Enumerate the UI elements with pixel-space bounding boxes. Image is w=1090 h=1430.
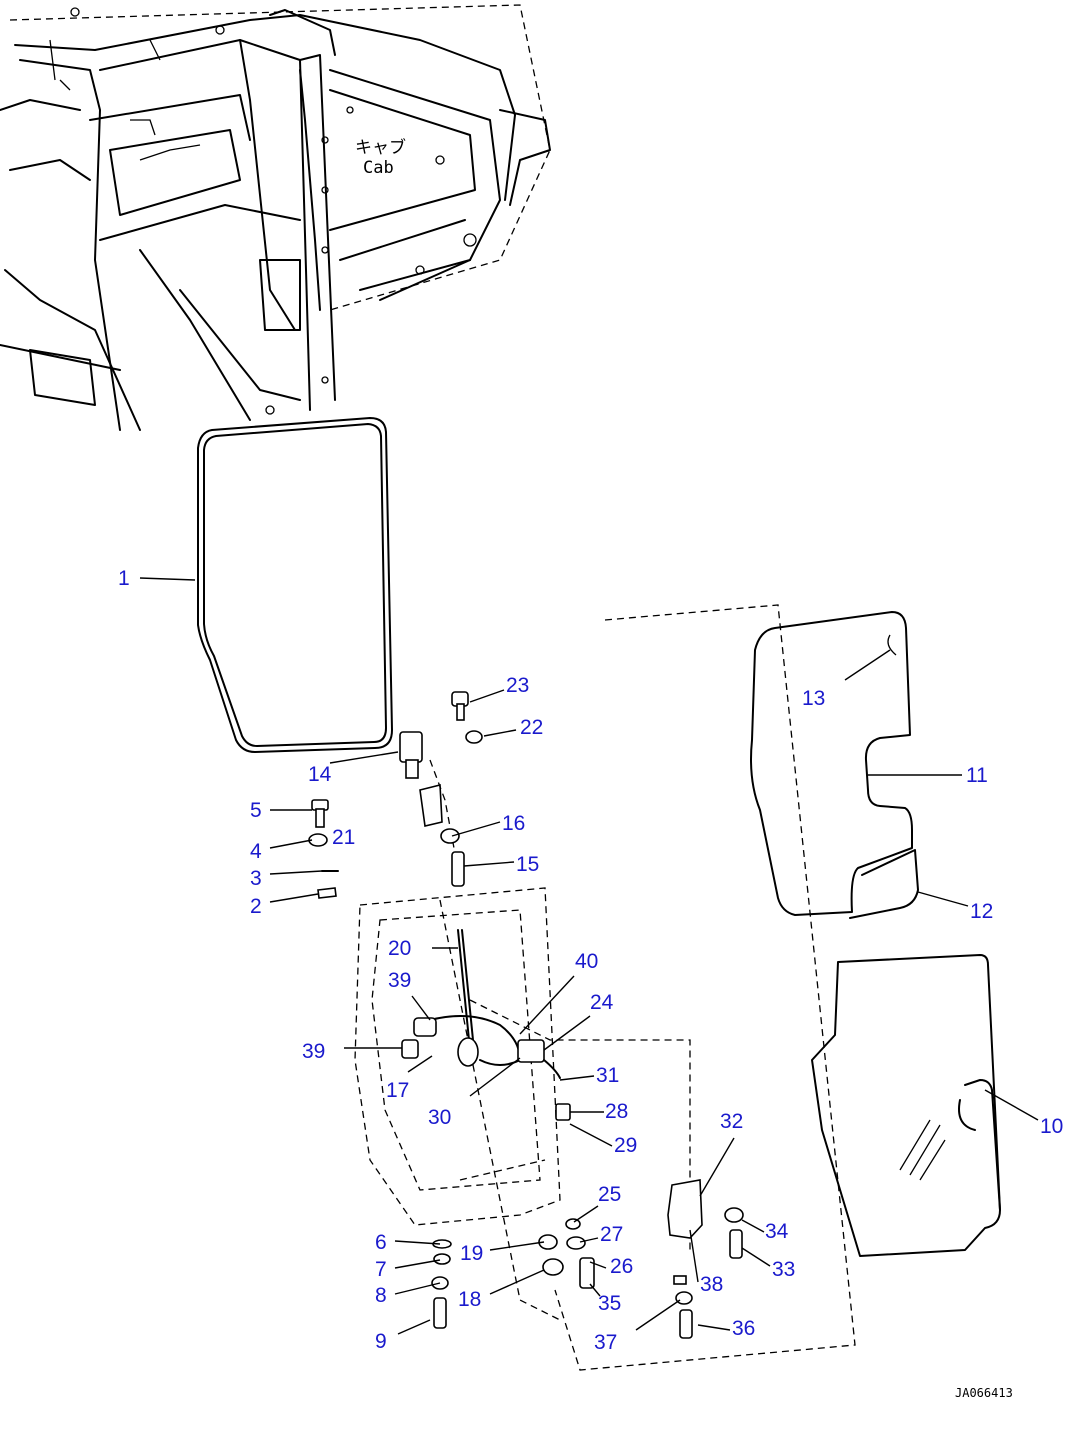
callout-c8: 8 bbox=[375, 1284, 387, 1307]
callout-c4: 4 bbox=[250, 840, 262, 863]
cab-label-jp: キャブ bbox=[355, 137, 406, 158]
leader-line-c19 bbox=[489, 1241, 545, 1251]
callout-c13: 13 bbox=[802, 687, 825, 710]
callout-c12: 12 bbox=[970, 900, 993, 923]
cab-structure: キャブ Cab bbox=[0, 4, 551, 431]
callout-c9: 9 bbox=[375, 1330, 387, 1353]
leader-line-c35 bbox=[589, 1283, 601, 1297]
callout-c10: 10 bbox=[1040, 1115, 1063, 1138]
leader-line-c33 bbox=[741, 1247, 771, 1267]
callout-c5: 5 bbox=[250, 799, 262, 822]
leader-line-c16 bbox=[451, 821, 501, 837]
leader-line-c38 bbox=[689, 1229, 699, 1283]
callout-c37: 37 bbox=[594, 1331, 617, 1354]
hardware bbox=[308, 691, 744, 1339]
callout-c39b: 39 bbox=[302, 1040, 325, 1063]
callout-c40: 40 bbox=[575, 950, 598, 973]
leader-line-c6 bbox=[394, 1240, 441, 1245]
callout-c16: 16 bbox=[502, 812, 525, 835]
callout-c15: 15 bbox=[516, 853, 539, 876]
leader-line-c26 bbox=[589, 1261, 607, 1269]
leader-line-c27 bbox=[579, 1237, 599, 1243]
callout-c20: 20 bbox=[388, 937, 411, 960]
leader-line-c1 bbox=[139, 577, 196, 581]
callout-c38: 38 bbox=[700, 1273, 723, 1296]
door-lower-panel bbox=[354, 887, 691, 1321]
callout-c33: 33 bbox=[772, 1258, 795, 1281]
leader-line-c14 bbox=[329, 751, 399, 764]
leader-line-c3 bbox=[269, 870, 323, 875]
callout-c17: 17 bbox=[386, 1079, 409, 1102]
leader-line-c22 bbox=[483, 729, 517, 737]
callout-c7: 7 bbox=[375, 1258, 387, 1281]
leader-line-c4 bbox=[269, 839, 313, 849]
leader-line-c36 bbox=[697, 1324, 731, 1331]
callout-c22: 22 bbox=[520, 716, 543, 739]
leader-line-c23 bbox=[469, 689, 505, 703]
callout-c28: 28 bbox=[605, 1100, 628, 1123]
callout-c18: 18 bbox=[458, 1288, 481, 1311]
callout-c32: 32 bbox=[720, 1110, 743, 1133]
leader-line-c13 bbox=[844, 649, 891, 681]
callout-c36: 36 bbox=[732, 1317, 755, 1340]
callout-c34: 34 bbox=[765, 1220, 789, 1243]
leader-line-c10 bbox=[984, 1089, 1039, 1121]
leader-line-c24 bbox=[543, 1015, 591, 1051]
callout-c25: 25 bbox=[598, 1183, 621, 1206]
door-glass-frame bbox=[197, 417, 393, 753]
leader-line-c37 bbox=[635, 1299, 681, 1331]
leader-line-c34 bbox=[741, 1219, 765, 1233]
callout-c3: 3 bbox=[250, 867, 262, 890]
callout-c14: 14 bbox=[308, 763, 332, 786]
callout-leaders bbox=[139, 577, 1039, 1335]
callout-c11: 11 bbox=[966, 764, 988, 787]
callout-c6: 6 bbox=[375, 1231, 387, 1254]
callout-c23: 23 bbox=[506, 674, 529, 697]
callout-c39a: 39 bbox=[388, 969, 411, 992]
leader-line-c7 bbox=[394, 1259, 441, 1269]
leader-line-c8 bbox=[394, 1282, 441, 1295]
leader-line-c2 bbox=[269, 893, 319, 903]
callout-labels: 1234567891011121314151617181920212223242… bbox=[118, 567, 1063, 1354]
callout-c30: 30 bbox=[428, 1106, 451, 1129]
leader-line-c25 bbox=[573, 1205, 599, 1223]
callout-c24: 24 bbox=[590, 991, 614, 1014]
glass-panels bbox=[554, 604, 1001, 1371]
leader-line-c29 bbox=[569, 1123, 613, 1147]
callout-c19: 19 bbox=[460, 1242, 483, 1265]
leader-line-c12 bbox=[917, 891, 969, 907]
cab-label-en: Cab bbox=[363, 158, 394, 178]
leader-line-c32 bbox=[699, 1137, 735, 1197]
leader-line-c30 bbox=[469, 1057, 521, 1097]
leader-line-c31 bbox=[559, 1075, 595, 1081]
callout-c26: 26 bbox=[610, 1255, 633, 1278]
leader-line-c17 bbox=[407, 1055, 433, 1073]
leader-line-c15 bbox=[463, 861, 515, 867]
callout-c29: 29 bbox=[614, 1134, 637, 1157]
leader-line-c40 bbox=[519, 975, 575, 1035]
callout-c1: 1 bbox=[118, 567, 130, 590]
leader-line-c9 bbox=[397, 1319, 431, 1335]
callout-c31: 31 bbox=[596, 1064, 619, 1087]
callout-c27: 27 bbox=[600, 1223, 623, 1246]
leader-line-c18 bbox=[489, 1269, 545, 1295]
callout-c35: 35 bbox=[598, 1292, 621, 1315]
callout-c21: 21 bbox=[332, 826, 355, 849]
drawing-code: JA066413 bbox=[955, 1386, 1013, 1400]
callout-c2: 2 bbox=[250, 895, 262, 918]
leader-line-c39a bbox=[411, 995, 431, 1021]
